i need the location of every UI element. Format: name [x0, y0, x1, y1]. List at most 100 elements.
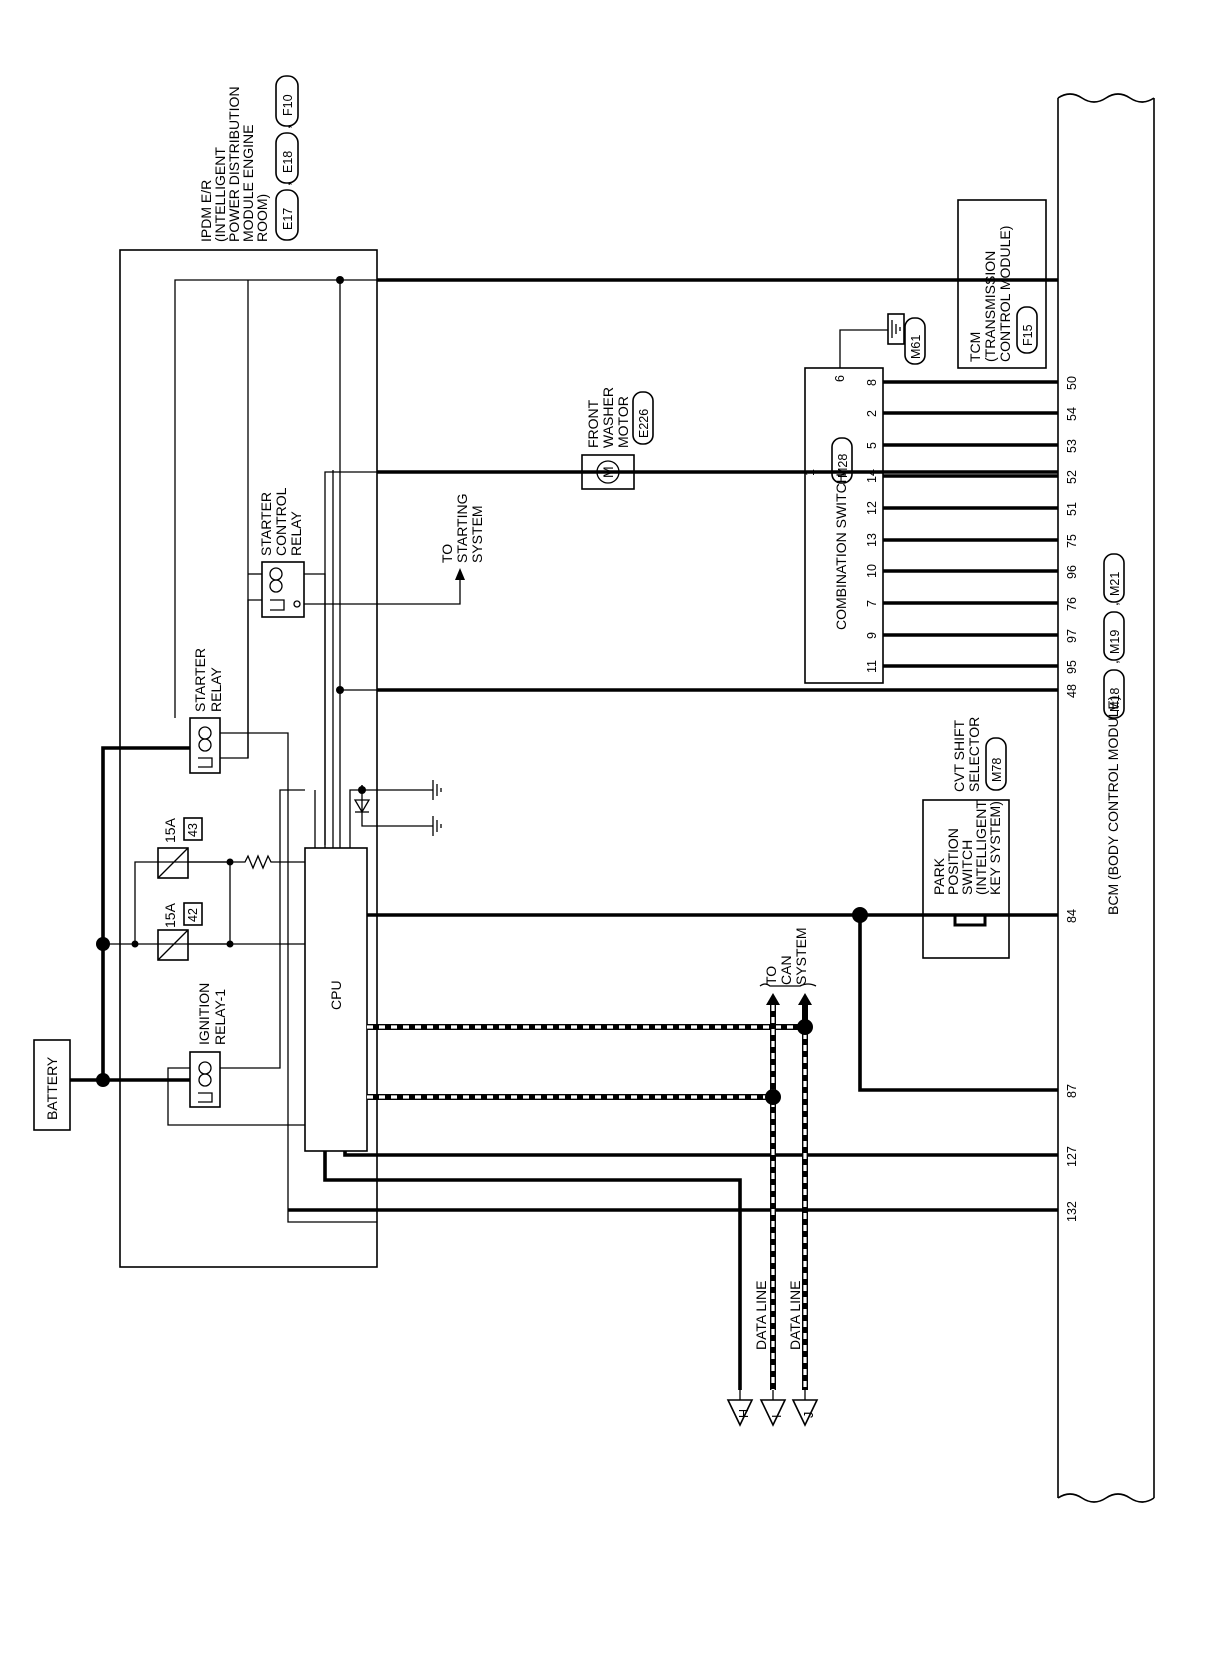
main-wires [288, 278, 1058, 1390]
tcm-module: TCM (TRANSMISSION CONTROL MODULE) F15 [957, 199, 1047, 369]
tcm-line1: TCM [967, 332, 983, 362]
starter-relay-line2: RELAY [208, 666, 224, 712]
switch-pin-labels: 8 2 5 14 12 13 10 7 9 11 [865, 379, 879, 673]
fuse-43-rating: 15A [162, 817, 178, 843]
can-brace [759, 983, 817, 987]
tcm-line3: CONTROL MODULE) [997, 226, 1013, 362]
bcm-pin-97: 97 [1065, 629, 1079, 643]
bcm-pin-51: 51 [1065, 502, 1079, 516]
bcm-pin-48: 48 [1065, 684, 1079, 698]
bcm-conn-m18: M18 [1108, 688, 1122, 712]
bcm-pin-labels: 50 54 53 52 51 75 96 76 97 95 48 84 87 1… [1065, 376, 1079, 1222]
ipdm-conn-f10: F10 [281, 94, 295, 116]
battery-bus [70, 746, 230, 1087]
starting-line2: STARTING [454, 494, 470, 564]
ipdm-labels: IPDM E/R (INTELLIGENT POWER DISTRIBUTION… [198, 75, 299, 242]
fuse-42: 15A 42 [157, 902, 203, 961]
comb-pin-14: 14 [865, 469, 879, 483]
comb-pin-13: 13 [865, 533, 879, 547]
ignition-relay-line1: IGNITION [196, 983, 212, 1045]
comb-pin-10: 10 [865, 564, 879, 578]
fuse-43: 15A 43 [157, 817, 203, 879]
starter-control-relay: STARTER CONTROL RELAY [247, 487, 465, 845]
svg-text:,: , [1105, 602, 1121, 606]
fuse-43-number: 43 [186, 823, 200, 837]
starter-control-relay-line1: STARTER [258, 492, 274, 556]
terminal-j: J [802, 1412, 816, 1418]
comb-pin-1: 1 [803, 469, 817, 476]
front-washer-motor: M FRONT WASHER MOTOR E226 [581, 387, 654, 490]
combination-switch-conn: M28 [836, 454, 850, 478]
cvt-line2: SELECTOR [966, 717, 982, 792]
bcm-module [1057, 93, 1155, 1503]
svg-text:,: , [277, 182, 293, 186]
battery-label: BATTERY [44, 1056, 60, 1120]
data-line-label-2: DATA LINE [787, 1280, 803, 1350]
ipdm-line2: (INTELLIGENT [212, 147, 228, 242]
washer-motor-line2: WASHER [600, 387, 616, 448]
park-switch-line4: (INTELLIGENT [973, 800, 989, 895]
tcm-conn: F15 [1021, 324, 1035, 346]
starting-line1: TO [439, 544, 455, 563]
svg-text:,: , [1105, 660, 1121, 664]
ground-conn-m61: M61 [909, 335, 923, 359]
ipdm-module [119, 249, 378, 1268]
starter-relay-line1: STARTER [192, 648, 208, 712]
cvt-shift-selector: CVT SHIFT SELECTOR M78 PARK POSITION SWI… [922, 717, 1010, 959]
bcm-conn-m19: M19 [1108, 630, 1122, 654]
starting-line3: SYSTEM [469, 505, 485, 563]
comb-pin-5: 5 [865, 442, 879, 449]
data-line-label-1: DATA LINE [753, 1280, 769, 1350]
comb-pin-12: 12 [865, 501, 879, 515]
svg-text:,: , [277, 125, 293, 129]
switch-wires [883, 380, 1058, 668]
can-data-lines [367, 993, 813, 1390]
comb-pin-2: 2 [865, 410, 879, 417]
bcm-label: BCM (BODY CONTROL MODULE) [1105, 696, 1121, 915]
can-line1: TO [763, 966, 779, 985]
can-line3: SYSTEM [793, 927, 809, 985]
comb-pin-8: 8 [865, 379, 879, 386]
cpu-ground-diode [349, 780, 442, 848]
cpu-label: CPU [328, 980, 344, 1010]
cpu [304, 847, 368, 1152]
ipdm-line5: ROOM) [254, 194, 270, 242]
bcm-pin-53: 53 [1065, 439, 1079, 453]
fuse-42-number: 42 [186, 908, 200, 922]
park-switch-line2: POSITION [945, 828, 961, 895]
starter-relay: STARTER RELAY [174, 279, 377, 1223]
comb-pin-6: 6 [833, 375, 847, 382]
combination-switch-label: COMBINATION SWITCH [833, 473, 849, 630]
park-switch-line5: KEY SYSTEM) [987, 801, 1003, 895]
cvt-conn: M78 [990, 758, 1004, 782]
bcm-pin-96: 96 [1065, 565, 1079, 579]
bcm-pin-76: 76 [1065, 597, 1079, 611]
bcm-pin-95: 95 [1065, 660, 1079, 674]
washer-motor-conn: E226 [637, 409, 651, 438]
comb-pin-9: 9 [865, 632, 879, 639]
terminal-i: I [770, 1415, 784, 1418]
park-switch-line1: PARK [931, 857, 947, 895]
can-line2: CAN [778, 955, 794, 985]
terminal-h: H [737, 1409, 751, 1418]
ignition-relay: IGNITION RELAY-1 [167, 789, 305, 1126]
bcm-pin-50: 50 [1065, 376, 1079, 390]
resistor [230, 854, 305, 870]
comb-pin-11: 11 [865, 660, 879, 673]
ipdm-line4: MODULE ENGINE [240, 125, 256, 242]
ipdm-conn-e18: E18 [281, 151, 295, 173]
starter-control-relay-line2: CONTROL [273, 487, 289, 556]
comb-pin-7: 7 [865, 600, 879, 607]
bcm-pin-75: 75 [1065, 534, 1079, 548]
tcm-line2: (TRANSMISSION [982, 251, 998, 362]
cvt-line1: CVT SHIFT [951, 719, 967, 792]
bcm-pin-54: 54 [1065, 407, 1079, 421]
bcm-pin-127: 127 [1065, 1146, 1079, 1167]
fuse-42-rating: 15A [162, 902, 178, 928]
ipdm-line3: POWER DISTRIBUTION [226, 86, 242, 242]
ipdm-conn-e17: E17 [281, 208, 295, 230]
terminal-markers: H I J [726, 1390, 819, 1427]
bcm-pin-87: 87 [1065, 1084, 1079, 1098]
bcm-pin-84: 84 [1065, 909, 1079, 923]
